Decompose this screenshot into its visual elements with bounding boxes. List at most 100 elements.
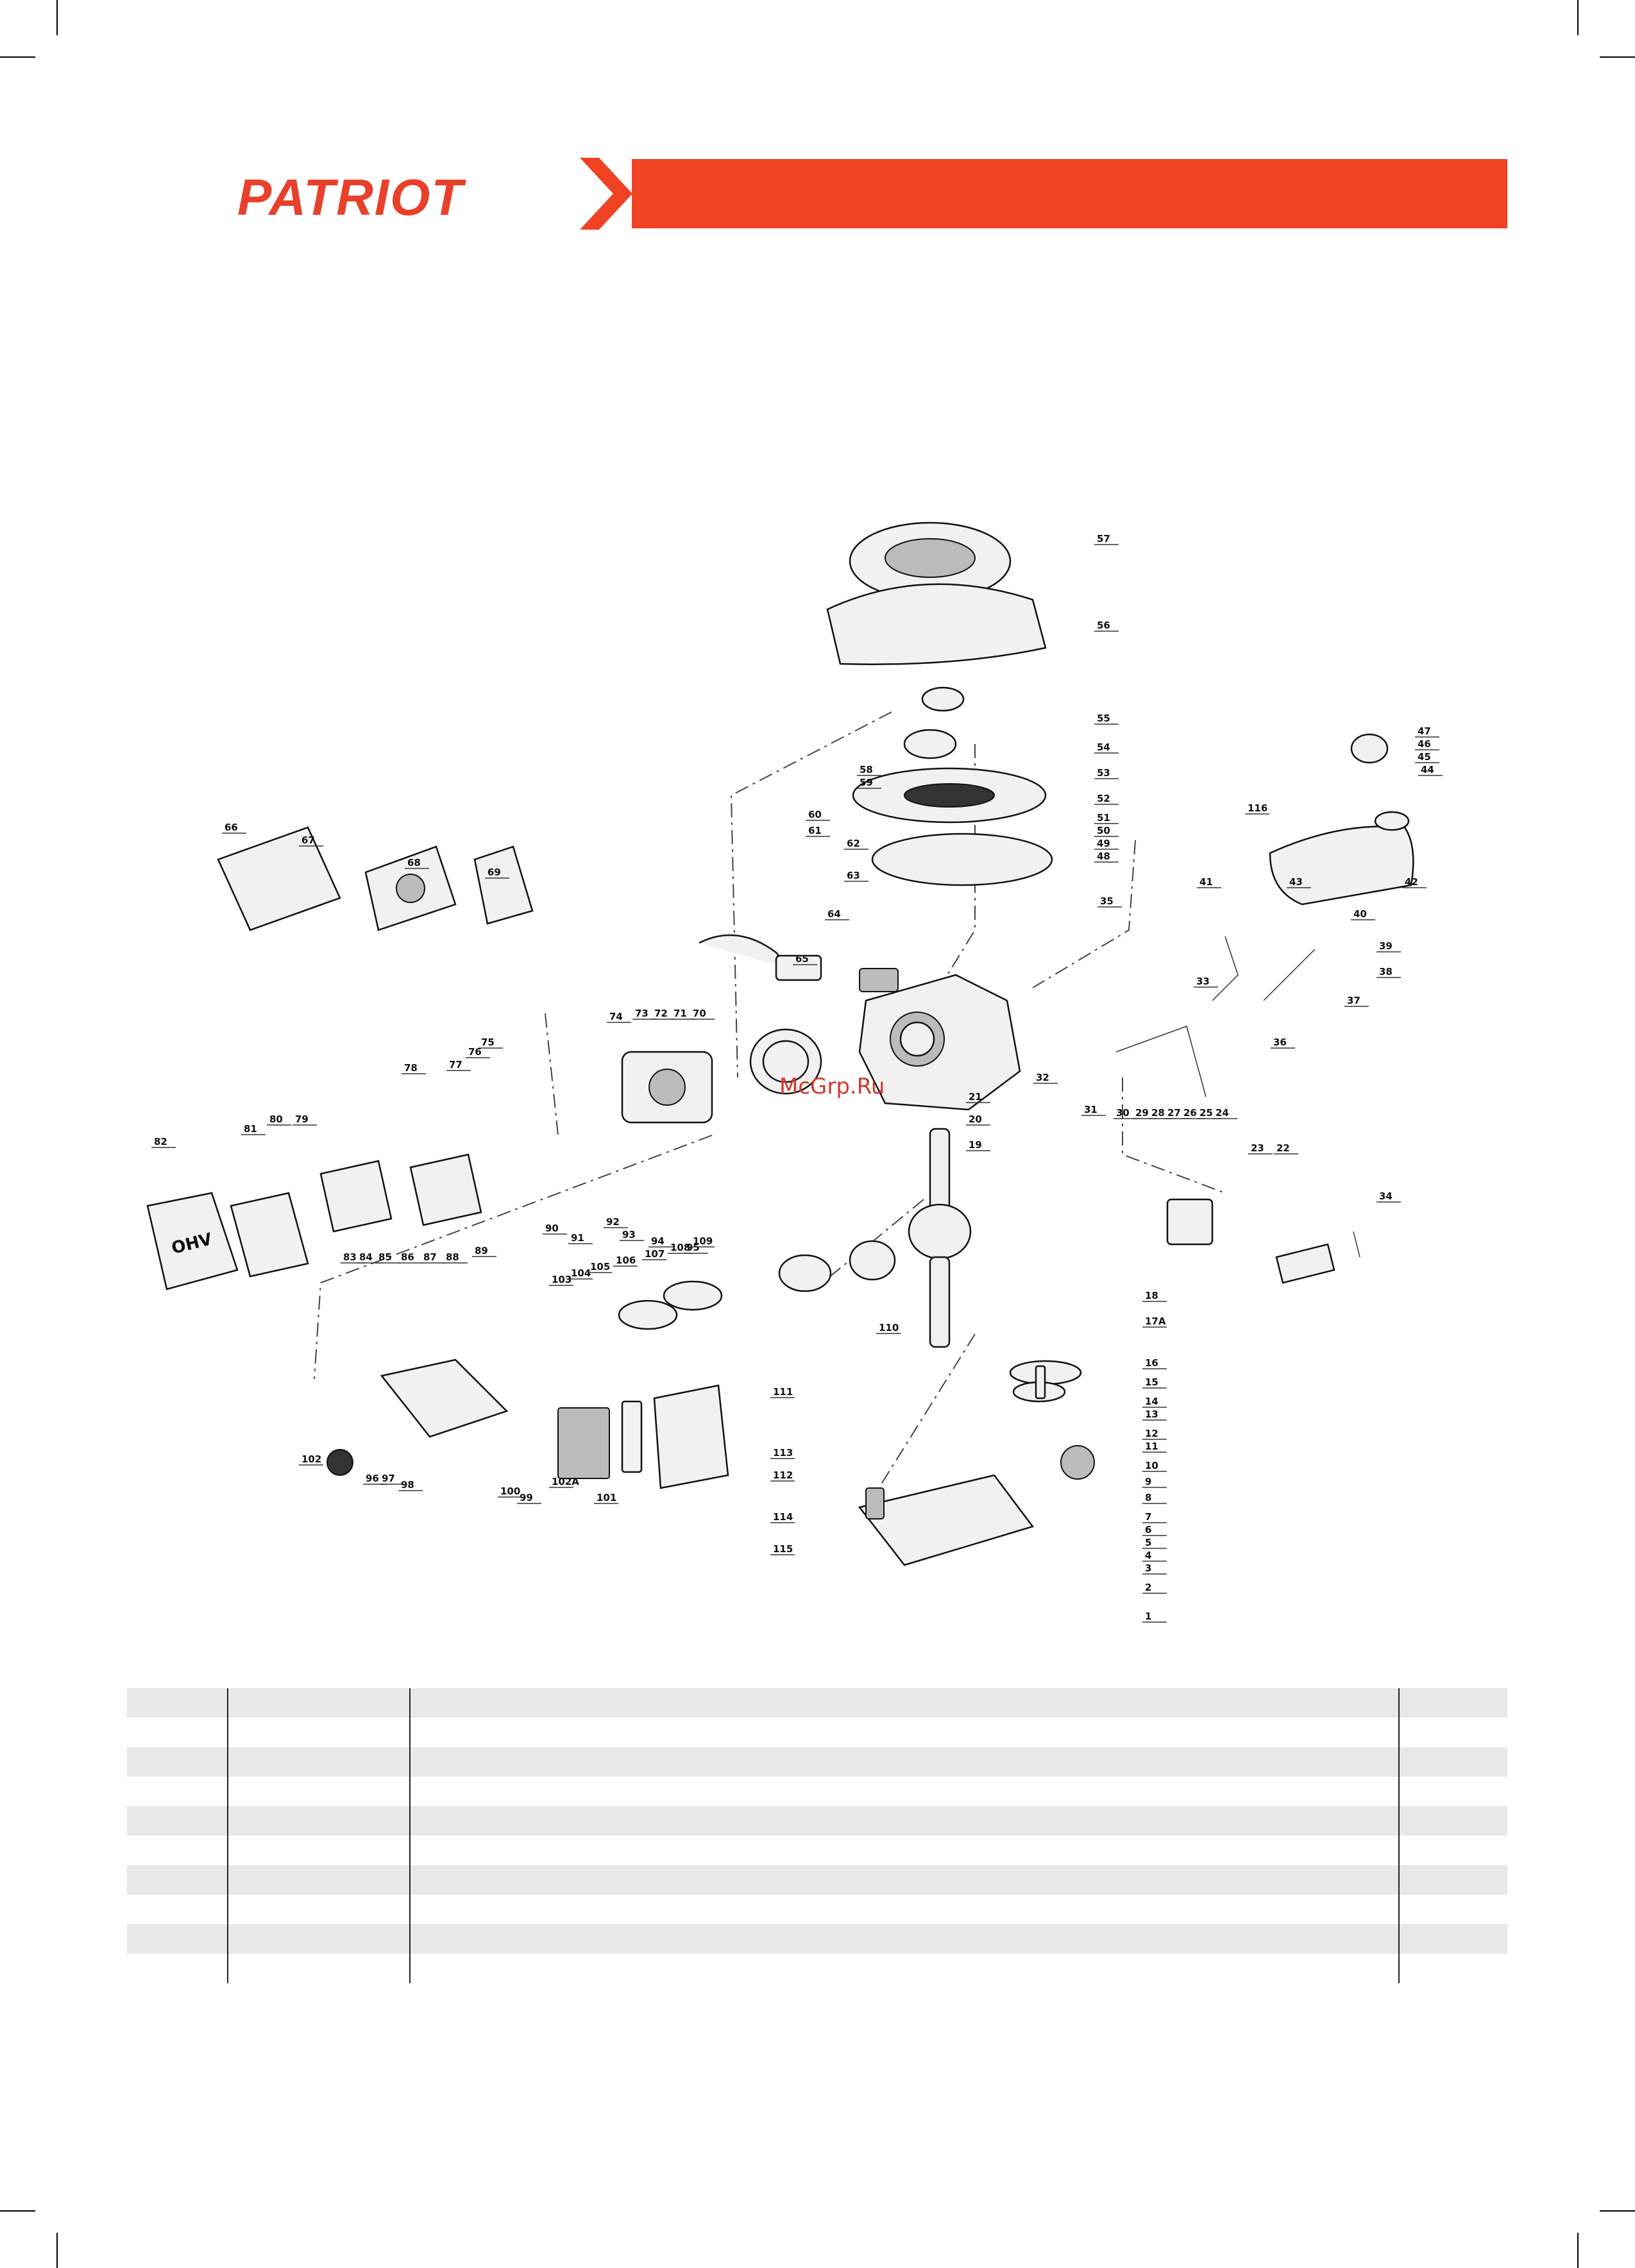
part-label-90: 90 xyxy=(545,1223,559,1234)
crop-mark-tl-h xyxy=(0,56,35,58)
part-label-75: 75 xyxy=(481,1037,495,1048)
crop-mark-br-h xyxy=(1600,2210,1635,2212)
table-row xyxy=(127,1806,1507,1836)
part-label-6: 6 xyxy=(1145,1524,1151,1536)
part-label-108: 108 xyxy=(670,1242,690,1253)
part-label-80: 80 xyxy=(269,1113,283,1125)
table-row xyxy=(127,1895,1507,1924)
part-label-39: 39 xyxy=(1379,940,1393,952)
part-label-2: 2 xyxy=(1145,1582,1151,1593)
part-label-96: 96 xyxy=(366,1473,379,1484)
part-label-82: 82 xyxy=(154,1136,167,1147)
part-label-37: 37 xyxy=(1347,995,1360,1006)
part-label-88: 88 xyxy=(446,1251,459,1263)
part-label-71: 71 xyxy=(673,1008,687,1019)
part-label-31: 31 xyxy=(1084,1104,1097,1115)
camshaft xyxy=(1012,1365,1066,1403)
part-label-86: 86 xyxy=(401,1251,414,1263)
part-label-3: 3 xyxy=(1145,1562,1151,1574)
guide-lines xyxy=(314,711,1226,1489)
part-label-33: 33 xyxy=(1196,976,1210,987)
parts-table xyxy=(127,1688,1507,1983)
table-divider-2 xyxy=(409,1688,411,1983)
part-label-59: 59 xyxy=(860,777,873,788)
part-label-1: 1 xyxy=(1145,1611,1151,1622)
part-label-15: 15 xyxy=(1145,1376,1158,1388)
part-label-105: 105 xyxy=(590,1261,610,1273)
part-label-62: 62 xyxy=(847,838,860,849)
part-label-60: 60 xyxy=(808,809,822,820)
part-label-14: 14 xyxy=(1145,1396,1158,1407)
part-label-29: 29 xyxy=(1135,1107,1149,1119)
part-label-67: 67 xyxy=(301,834,315,846)
watermark: McGrp.Ru xyxy=(779,1074,885,1099)
part-label-113: 113 xyxy=(773,1447,793,1459)
table-divider-3 xyxy=(1398,1688,1400,1983)
part-label-94: 94 xyxy=(651,1235,665,1247)
part-label-73: 73 xyxy=(635,1008,648,1019)
part-label-23: 23 xyxy=(1251,1142,1264,1154)
crop-mark-bl-h xyxy=(0,2210,35,2212)
part-label-106: 106 xyxy=(616,1255,636,1266)
part-label-54: 54 xyxy=(1097,741,1110,753)
part-label-9: 9 xyxy=(1145,1476,1151,1487)
part-label-5: 5 xyxy=(1145,1537,1151,1548)
part-label-48: 48 xyxy=(1097,851,1110,862)
header-bar xyxy=(632,159,1507,228)
part-label-84: 84 xyxy=(359,1251,373,1263)
part-label-111: 111 xyxy=(773,1386,793,1398)
cylinder-block xyxy=(858,974,1021,1111)
part-label-57: 57 xyxy=(1097,533,1110,545)
part-label-79: 79 xyxy=(295,1113,309,1125)
part-label-77: 77 xyxy=(449,1059,462,1071)
part-label-53: 53 xyxy=(1097,767,1110,779)
crop-mark-tr-v xyxy=(1577,0,1579,35)
part-label-30: 30 xyxy=(1116,1107,1130,1119)
valve-cover: OHV xyxy=(146,1153,482,1291)
part-label-102: 102 xyxy=(301,1453,321,1465)
part-label-76: 76 xyxy=(468,1046,482,1058)
table-row xyxy=(127,1865,1507,1895)
part-label-87: 87 xyxy=(423,1251,437,1263)
muffler xyxy=(217,826,534,931)
crankshaft-piston xyxy=(618,1128,972,1348)
part-label-97: 97 xyxy=(382,1473,395,1484)
part-number-labels: 1234567891011121314151617A18192021222324… xyxy=(151,533,1443,1623)
part-label-27: 27 xyxy=(1167,1107,1181,1119)
table-row xyxy=(127,1718,1507,1747)
part-label-40: 40 xyxy=(1353,908,1367,920)
part-label-78: 78 xyxy=(404,1062,418,1074)
part-label-28: 28 xyxy=(1151,1107,1165,1119)
part-label-72: 72 xyxy=(654,1008,668,1019)
part-label-93: 93 xyxy=(622,1229,636,1240)
part-label-91: 91 xyxy=(571,1232,584,1244)
part-label-19: 19 xyxy=(969,1139,982,1151)
part-label-46: 46 xyxy=(1418,738,1431,750)
fuel-tank xyxy=(1269,733,1414,906)
part-label-99: 99 xyxy=(520,1492,533,1503)
chevron-logo-icon xyxy=(580,158,632,230)
part-label-63: 63 xyxy=(847,870,860,881)
part-label-32: 32 xyxy=(1036,1072,1049,1083)
part-label-25: 25 xyxy=(1199,1107,1213,1119)
part-label-55: 55 xyxy=(1097,713,1110,724)
part-label-16: 16 xyxy=(1145,1357,1158,1369)
part-label-56: 56 xyxy=(1097,620,1110,631)
part-label-81: 81 xyxy=(244,1123,257,1135)
part-label-68: 68 xyxy=(407,857,421,868)
part-label-21: 21 xyxy=(969,1091,982,1103)
part-label-47: 47 xyxy=(1418,725,1431,737)
part-label-110: 110 xyxy=(879,1322,899,1333)
part-label-100: 100 xyxy=(500,1485,520,1497)
part-label-103: 103 xyxy=(552,1274,572,1285)
part-label-85: 85 xyxy=(378,1251,392,1263)
part-label-74: 74 xyxy=(609,1011,623,1022)
carburetor-linkage xyxy=(1115,936,1360,1284)
part-label-69: 69 xyxy=(487,867,501,878)
part-label-22: 22 xyxy=(1276,1142,1290,1154)
part-label-11: 11 xyxy=(1145,1441,1158,1452)
part-label-8: 8 xyxy=(1145,1492,1151,1503)
part-label-112: 112 xyxy=(773,1469,793,1481)
part-label-18: 18 xyxy=(1145,1290,1158,1301)
table-row xyxy=(127,1924,1507,1954)
